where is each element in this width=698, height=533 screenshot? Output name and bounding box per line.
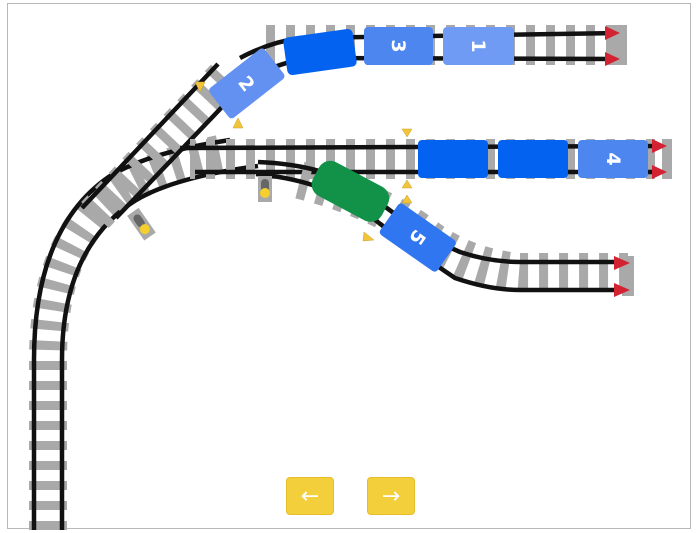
engine[interactable] bbox=[307, 156, 394, 226]
buffer-stop-icon bbox=[614, 256, 634, 297]
signal-light-icon bbox=[127, 207, 156, 241]
forward-button[interactable]: → bbox=[367, 477, 415, 515]
switch-marker-icon bbox=[194, 81, 413, 242]
game-board bbox=[7, 3, 691, 529]
buffer-stop-icon bbox=[605, 25, 626, 66]
signal-light-icon bbox=[258, 176, 272, 202]
back-button[interactable]: ← bbox=[286, 477, 334, 515]
car-5[interactable]: 5 bbox=[378, 202, 457, 273]
car-mid-unlabeled-b[interactable] bbox=[498, 140, 568, 178]
car-3[interactable]: 3 bbox=[364, 27, 433, 65]
svg-text:4: 4 bbox=[602, 152, 624, 165]
buffer-stop-icon bbox=[652, 139, 672, 179]
bottom-track bbox=[255, 159, 628, 293]
arrow-left-icon: ← bbox=[300, 483, 320, 509]
arrow-right-icon: → bbox=[381, 483, 401, 509]
car-mid-unlabeled-a[interactable] bbox=[418, 140, 488, 178]
car-2[interactable]: 2 bbox=[208, 47, 287, 120]
svg-text:3: 3 bbox=[387, 39, 409, 52]
car-4[interactable]: 4 bbox=[578, 140, 648, 178]
svg-text:1: 1 bbox=[467, 39, 489, 52]
car-1[interactable]: 1 bbox=[443, 27, 514, 65]
main-curve-track bbox=[29, 133, 259, 530]
car-top-unlabeled[interactable] bbox=[283, 28, 358, 76]
